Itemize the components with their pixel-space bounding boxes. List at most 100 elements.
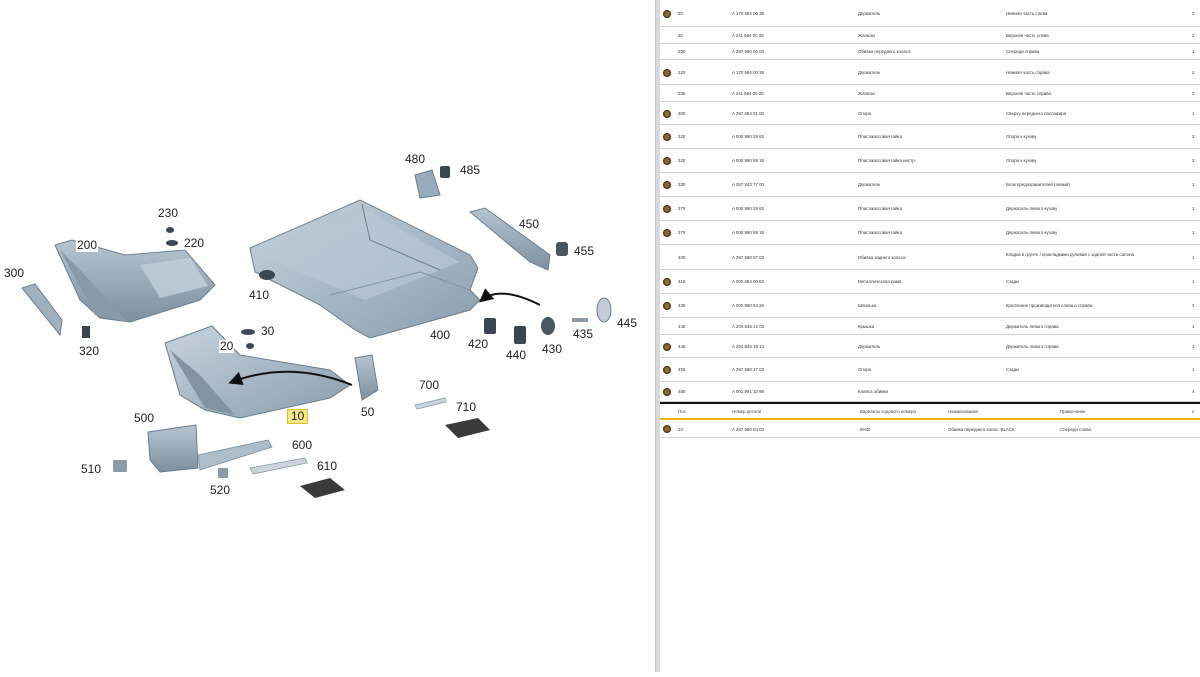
- callout-220[interactable]: 220: [183, 236, 206, 250]
- callout-420[interactable]: 420: [467, 337, 490, 351]
- callout-410[interactable]: 410: [248, 288, 271, 302]
- info-marker-icon[interactable]: [663, 157, 671, 165]
- row-part-number: A 204 845 12 03: [732, 324, 764, 329]
- callout-20[interactable]: 20: [219, 339, 235, 353]
- part-430[interactable]: [541, 317, 555, 335]
- part-410[interactable]: [259, 270, 275, 280]
- part-30[interactable]: [241, 329, 255, 335]
- bracket-450-part[interactable]: [468, 207, 551, 271]
- sel-part: A 297 680 04 03: [732, 427, 764, 432]
- info-marker-icon[interactable]: [663, 205, 671, 213]
- info-marker-icon[interactable]: [663, 425, 671, 433]
- callout-435[interactable]: 435: [572, 327, 595, 341]
- info-marker-icon[interactable]: [663, 366, 671, 374]
- info-marker-icon[interactable]: [663, 110, 671, 118]
- callout-10-selected[interactable]: 10: [287, 409, 309, 424]
- row-qty: 2: [1192, 11, 1195, 16]
- callout-230[interactable]: 230: [157, 206, 180, 220]
- row-qty: 1: [1192, 182, 1195, 187]
- callout-430[interactable]: 430: [541, 342, 564, 356]
- part-420[interactable]: [484, 318, 496, 334]
- part-440[interactable]: [514, 326, 526, 344]
- selected-table-row[interactable]: 10 A 297 680 04 03 9H40 Обивка переднего…: [660, 418, 1200, 438]
- row-name: Держатель: [858, 344, 881, 349]
- info-marker-icon[interactable]: [663, 278, 671, 286]
- info-marker-icon[interactable]: [663, 343, 671, 351]
- part-320[interactable]: [82, 326, 90, 338]
- callout-445[interactable]: 445: [616, 316, 639, 330]
- callout-710[interactable]: 710: [455, 400, 478, 414]
- callout-510[interactable]: 510: [80, 462, 103, 476]
- part-230[interactable]: [166, 227, 174, 233]
- info-marker-icon[interactable]: [663, 388, 671, 396]
- part-50[interactable]: [354, 354, 379, 401]
- bracket-300-part[interactable]: [21, 283, 63, 337]
- header-supplier: Варианты кодового номера: [860, 409, 916, 414]
- callout-500[interactable]: 500: [133, 411, 156, 425]
- wheel-liner-10-part[interactable]: [164, 325, 351, 419]
- row-part-number: A 000 990 99 18: [732, 230, 764, 235]
- info-marker-icon[interactable]: [663, 229, 671, 237]
- part-455[interactable]: [556, 242, 568, 256]
- callout-400[interactable]: 400: [429, 328, 452, 342]
- callout-610[interactable]: 610: [316, 459, 339, 473]
- row-note: Крепление производителя слева и справа: [1006, 303, 1093, 308]
- callout-300[interactable]: 300: [3, 266, 26, 280]
- part-435[interactable]: [572, 318, 588, 322]
- part-480[interactable]: [414, 169, 441, 199]
- strip-700-part[interactable]: [414, 397, 447, 410]
- row-qty: 3: [1192, 134, 1195, 139]
- info-marker-icon[interactable]: [663, 69, 671, 77]
- row-pos: 440: [678, 324, 686, 329]
- callout-700[interactable]: 700: [418, 378, 441, 392]
- clip-485-part[interactable]: [440, 166, 450, 178]
- floor-tray-part[interactable]: [249, 199, 481, 339]
- callout-520[interactable]: 520: [209, 483, 232, 497]
- part-520[interactable]: [218, 468, 228, 478]
- callout-440[interactable]: 440: [505, 348, 528, 362]
- pad-710-part[interactable]: [445, 418, 490, 438]
- callout-455[interactable]: 455: [573, 244, 596, 258]
- callout-30[interactable]: 30: [260, 324, 276, 338]
- callout-320[interactable]: 320: [78, 344, 101, 358]
- callout-485[interactable]: 485: [459, 163, 482, 177]
- row-part-number: A 297 680 27 03: [732, 367, 764, 372]
- pad-610-part[interactable]: [300, 478, 345, 498]
- part-510[interactable]: [113, 460, 127, 472]
- part-20[interactable]: [246, 343, 254, 349]
- info-marker-icon[interactable]: [663, 181, 671, 189]
- callout-200[interactable]: 200: [76, 238, 99, 252]
- info-marker-icon[interactable]: [663, 302, 671, 310]
- row-part-number: A 297 680 07 03: [732, 255, 764, 260]
- part-445[interactable]: [596, 297, 612, 323]
- info-marker-icon[interactable]: [663, 10, 671, 18]
- front-wheel-liner-part[interactable]: [54, 239, 216, 323]
- callout-50[interactable]: 50: [360, 405, 376, 419]
- part-220[interactable]: [166, 240, 178, 246]
- callout-450[interactable]: 450: [518, 217, 541, 231]
- info-marker-icon[interactable]: [663, 133, 671, 141]
- sill-trim-part[interactable]: [147, 424, 273, 473]
- row-qty: 1: [1192, 279, 1195, 284]
- callout-480[interactable]: 480: [404, 152, 427, 166]
- callout-600[interactable]: 600: [291, 438, 314, 452]
- strip-600-part[interactable]: [249, 457, 308, 475]
